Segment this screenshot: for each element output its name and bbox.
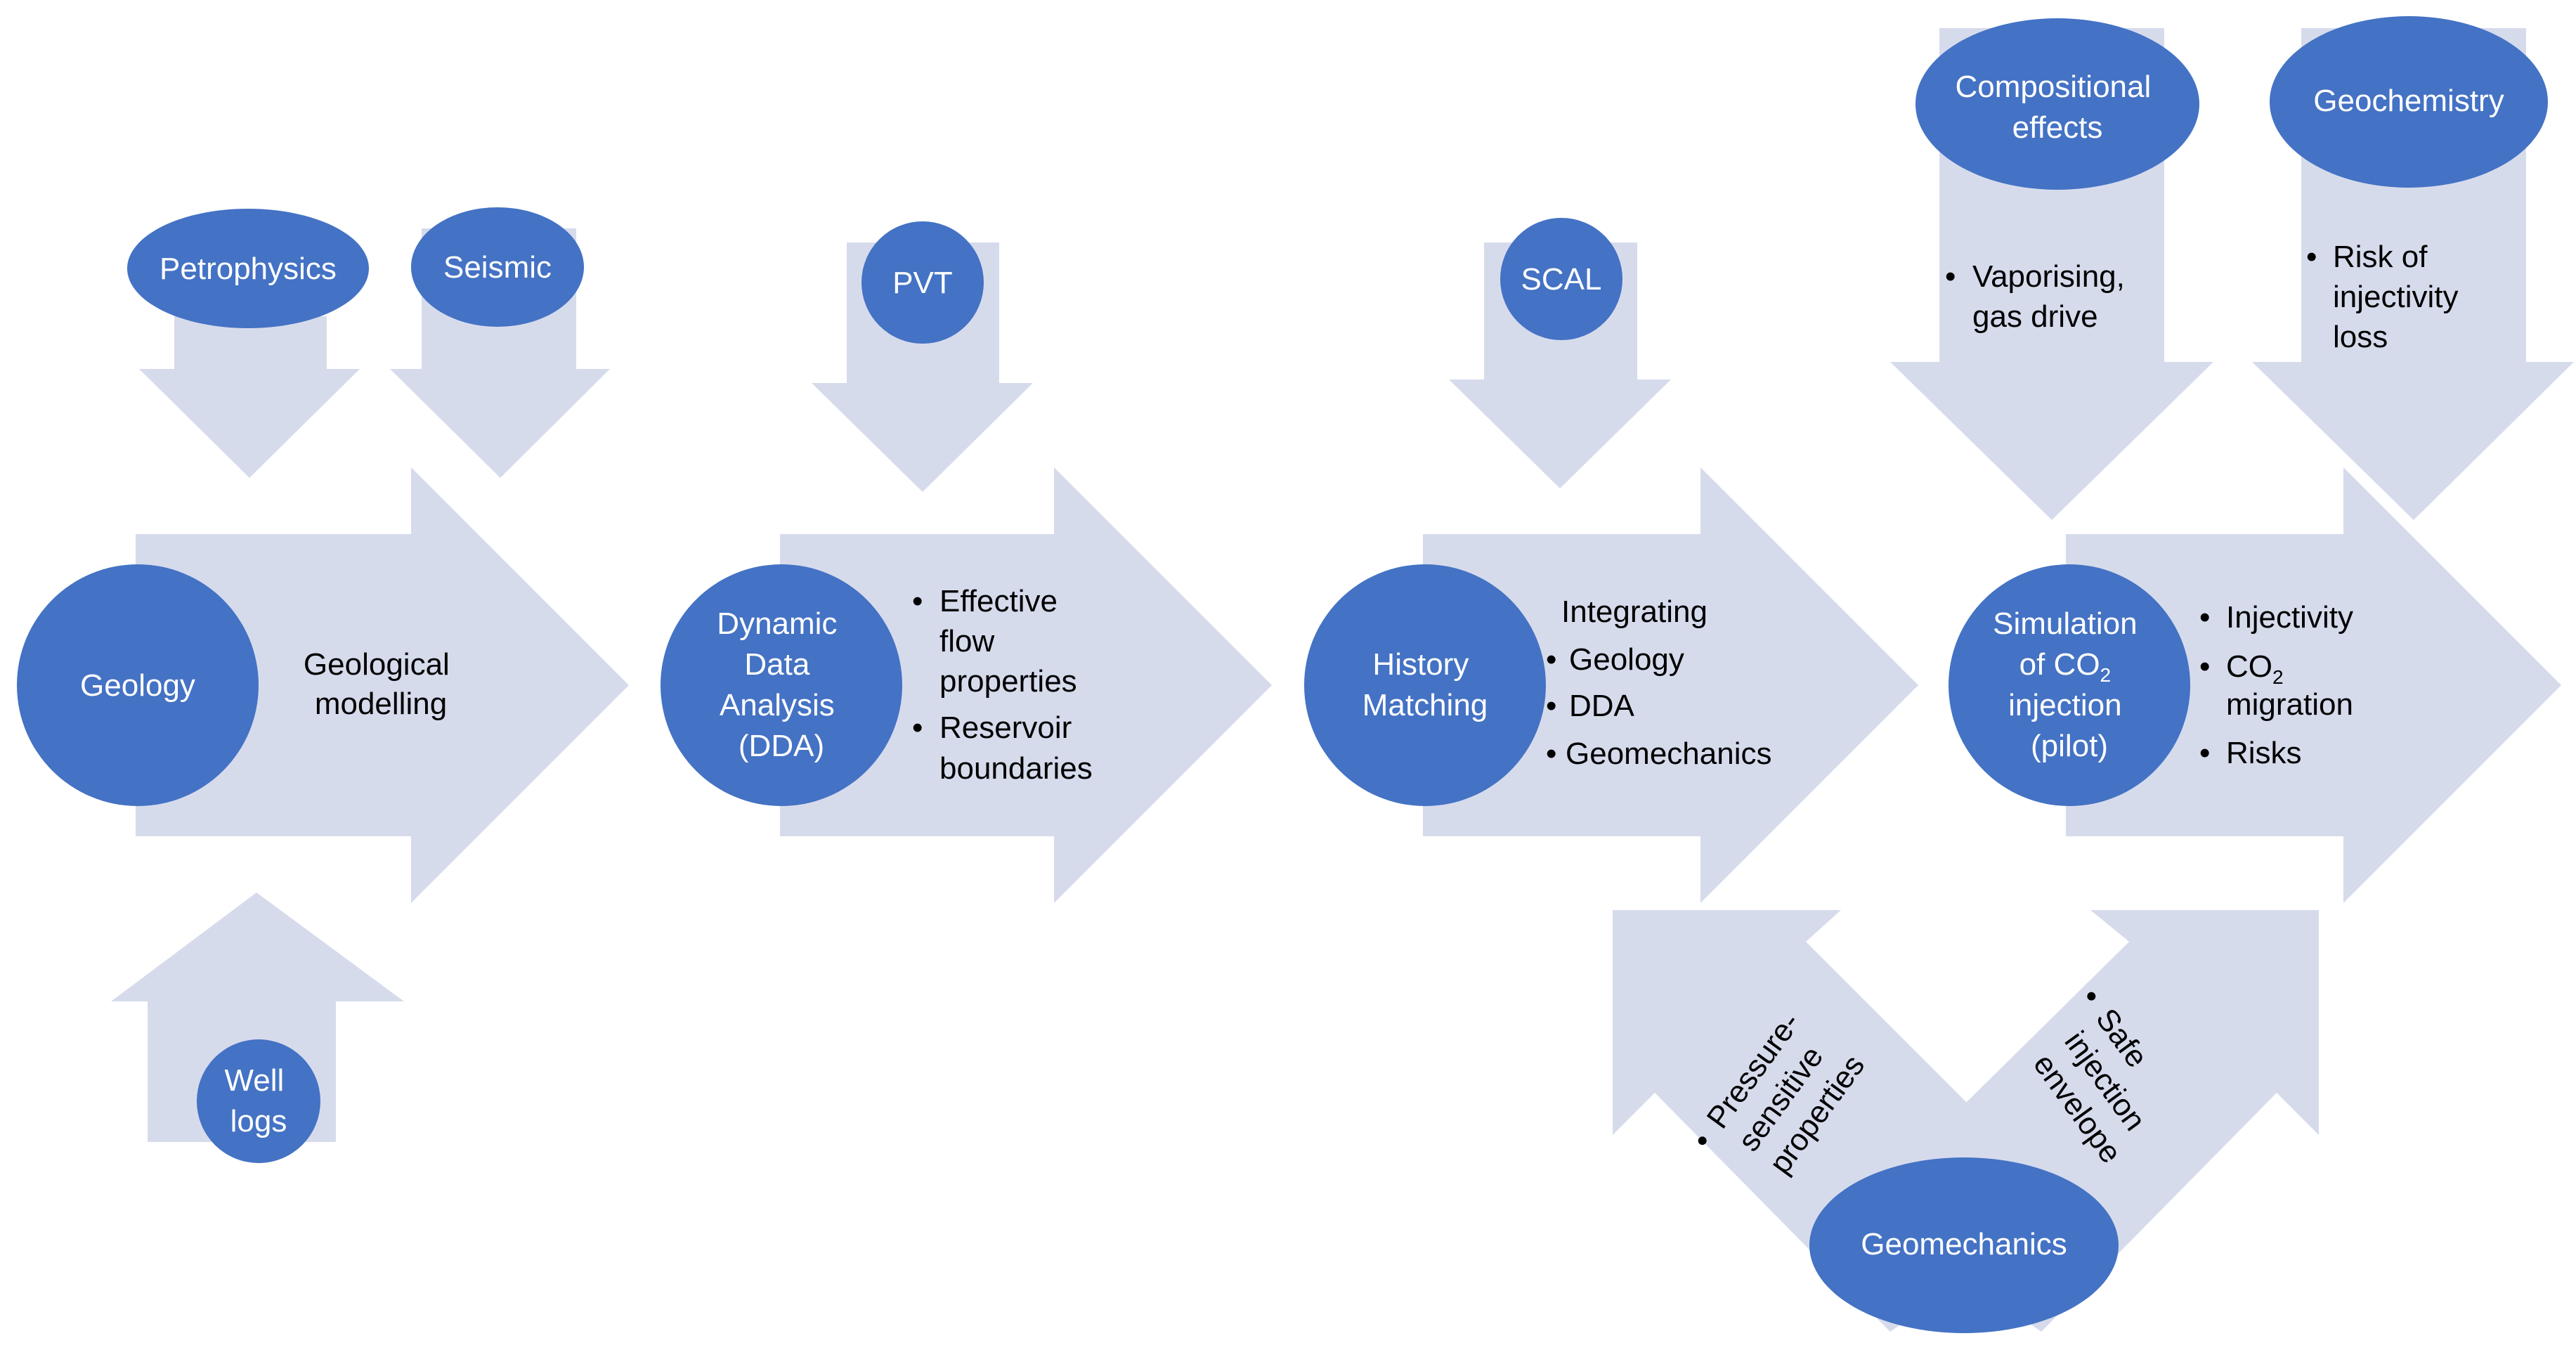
compositional-node [1915,18,2199,190]
pvt-node [861,221,984,344]
compositional-bullet: • Vaporising, gas drive [1945,259,2133,334]
pvt-label: PVT [892,266,953,300]
geology-stage-arrow [136,467,629,903]
seismic-node [411,207,584,327]
simulation-bullet-1: •Injectivity [2199,600,2353,635]
petrophysics-node [127,209,369,328]
geochemistry-node [2270,16,2548,188]
well-logs-node [197,1039,320,1163]
simulation-label: Simulation of CO2 injection (pilot) [1993,606,2146,763]
well-logs-label: Well logs [225,1063,293,1138]
geology-node [17,564,259,806]
dda-node [661,564,902,806]
simulation-bullet-3: •Risks [2199,736,2302,770]
geology-description: Geological modelling [304,647,458,721]
dda-bullet-2: • Reservoir boundaries [912,710,1093,786]
dda-label: Dynamic Data Analysis (DDA) [717,606,845,763]
history-bullet-1: •Geology [1546,642,1684,677]
geology-label: Geology [80,668,195,703]
history-bullet-2: •DDA [1546,689,1635,723]
simulation-node [1949,564,2190,806]
history-matching-label: History Matching [1362,647,1488,722]
dda-bullet-1: • Effective flow properties [912,584,1077,699]
seismic-label: Seismic [443,250,552,285]
simulation-stage-arrow [2066,467,2561,903]
history-intro: Integrating [1561,595,1707,629]
geochemistry-bullet: • Risk of injectivity loss [2306,240,2467,354]
history-bullet-3: •Geomechanics [1546,736,1771,771]
dda-stage-arrow [780,467,1272,903]
petrophysics-label: Petrophysics [160,252,337,286]
history-matching-node [1304,564,1546,806]
petrophysics-down-arrow [139,316,360,478]
geomechanics-node [1809,1157,2119,1333]
history-matching-stage-arrow [1423,467,1918,903]
compositional-label: Compositional effects [1955,70,2159,145]
geochemistry-label: Geochemistry [2313,84,2504,118]
well-logs-up-arrow [111,893,404,1142]
geomechanics-label: Geomechanics [1861,1227,2067,1261]
simulation-bullet-2: •CO2 migration [2199,649,2353,722]
scal-node [1500,218,1622,340]
scal-label: SCAL [1521,262,1602,297]
